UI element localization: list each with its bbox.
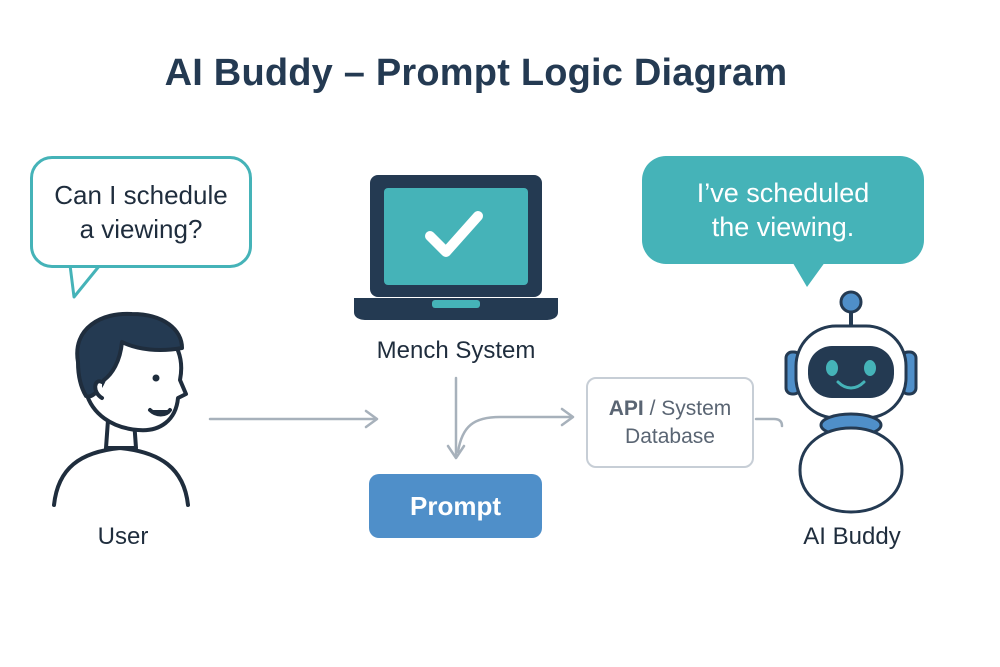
api-database-box: API / System Database bbox=[586, 377, 754, 468]
prompt-label: Prompt bbox=[410, 490, 501, 521]
person-icon bbox=[52, 311, 190, 507]
ai-bubble-tail bbox=[790, 258, 828, 287]
prompt-box: Prompt bbox=[369, 474, 542, 538]
api-bold-label: API bbox=[608, 396, 644, 420]
arrow-user-to-system bbox=[208, 409, 379, 429]
api-line-2: Database bbox=[625, 424, 715, 448]
user-label: User bbox=[97, 523, 149, 550]
connector-arrows bbox=[208, 376, 784, 460]
arrow-api-to-ai bbox=[754, 417, 784, 428]
checkmark-icon bbox=[425, 211, 483, 257]
user-message: Can I schedule a viewing? bbox=[54, 180, 228, 244]
ai-buddy-label: AI Buddy bbox=[803, 523, 901, 550]
api-line-1: API / System bbox=[609, 395, 732, 423]
system-label: Mench System bbox=[376, 337, 536, 364]
page-title: AI Buddy – Prompt Logic Diagram bbox=[164, 52, 788, 94]
ai-message: I’ve scheduled the viewing. bbox=[696, 178, 870, 242]
api-rest-label: / System bbox=[643, 396, 732, 420]
arrow-to-api bbox=[456, 407, 575, 454]
laptop-icon bbox=[354, 175, 558, 320]
user-speech-bubble: Can I schedule a viewing? bbox=[30, 156, 252, 268]
arrow-system-to-prompt bbox=[446, 376, 466, 460]
robot-icon bbox=[784, 290, 918, 514]
ai-speech-bubble: I’ve scheduled the viewing. bbox=[642, 156, 924, 264]
